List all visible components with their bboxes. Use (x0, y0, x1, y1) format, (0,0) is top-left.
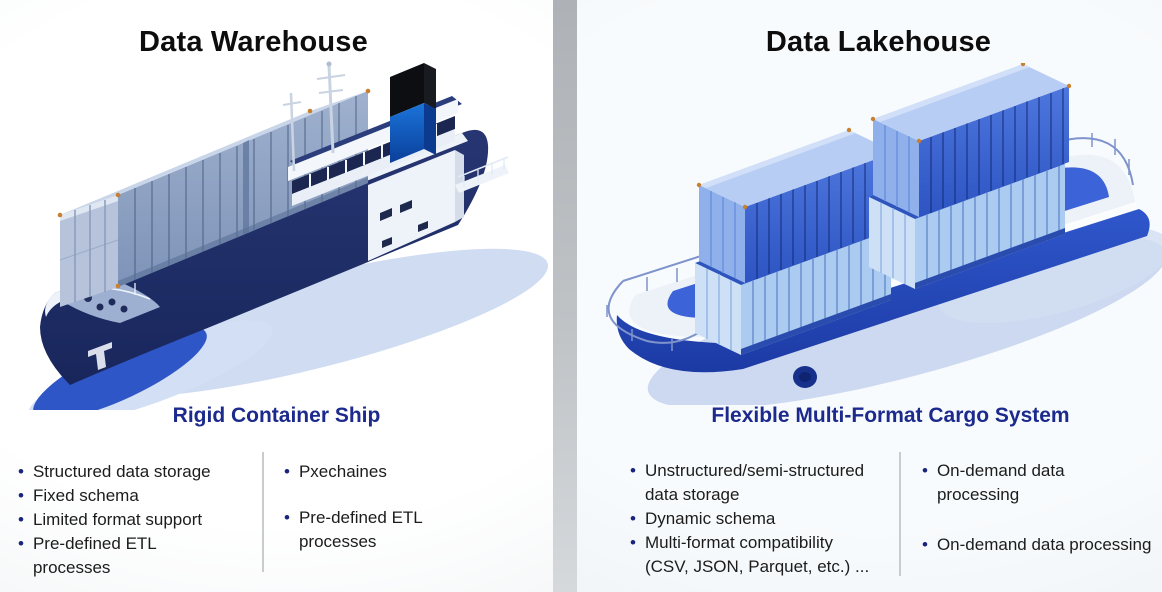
bullet-dot: • (922, 461, 928, 480)
bullet-dot: • (284, 462, 290, 481)
bullet-column-divider (262, 452, 264, 572)
panel-data-warehouse: Data Warehouse (0, 0, 553, 592)
panel-caption: Rigid Container Ship (172, 404, 381, 427)
bullet-item-text: Multi-format compatibility (CSV, JSON, P… (644, 533, 870, 576)
panel-title: Data Lakehouse (765, 26, 992, 58)
bullet-dot: • (922, 535, 928, 554)
bullet-item: • On-demand data processing (922, 533, 1160, 557)
bullet-item-text: On-demand data processing (936, 461, 1065, 504)
bullet-item-text: Limited format support (32, 510, 203, 529)
bullet-item-text: Pre-defined ETL processes (32, 534, 157, 577)
bullet-item: • Structured data storage (18, 460, 256, 484)
bullet-item: • Dynamic schema (630, 507, 898, 531)
bullet-dot: • (18, 534, 24, 553)
bullet-item-text: Dynamic schema (644, 509, 776, 528)
bullet-item: • Multi-format compatibility (CSV, JSON, … (630, 531, 898, 579)
bullet-dot: • (630, 533, 636, 552)
panel-caption: Flexible Multi-Format Cargo System (711, 404, 1070, 427)
bullet-dot: • (18, 486, 24, 505)
bullet-dot: • (630, 509, 636, 528)
bullet-item: • Pre-defined ETL processes (284, 506, 479, 554)
bullet-item: • Unstructured/semi-structured data stora… (630, 459, 898, 507)
bullet-dot: • (284, 508, 290, 527)
bullet-item: • Fixed schema (18, 484, 256, 508)
bullet-item-text: Unstructured/semi-structured data storag… (644, 461, 865, 504)
bullet-column: • Unstructured/semi-structured data stora… (630, 459, 898, 579)
bullet-item: • Pxechaines (284, 460, 479, 484)
bullet-item-text: Pre-defined ETL processes (298, 508, 423, 551)
bullet-dot: • (630, 461, 636, 480)
bullet-column: • On-demand data processing • On-demand dat… (922, 459, 1160, 583)
rigid-container-ship-illustration (27, 61, 548, 410)
bullet-item: • On-demand data processing (922, 459, 1160, 507)
bullet-item-text: On-demand data processing (936, 535, 1152, 554)
bullet-column-divider (899, 452, 901, 576)
bullet-column: • Pxechaines • Pre-defined ETL processes (284, 460, 479, 576)
bullet-column: • Structured data storage • Fixed schema • Li… (18, 460, 256, 580)
bullet-dot: • (18, 510, 24, 529)
bullet-item-text: Fixed schema (32, 486, 139, 505)
bullet-dot: • (18, 462, 24, 481)
bullet-item: • Limited format support (18, 508, 256, 532)
panel-title: Data Warehouse (139, 26, 368, 58)
flexible-cargo-barge-illustration (606, 63, 1162, 405)
vertical-divider-bar (553, 0, 577, 592)
bullet-item: • Pre-defined ETL processes (18, 532, 256, 580)
panel-data-lakehouse: Data Lakehouse (577, 0, 1162, 592)
bullet-item-text: Pxechaines (298, 462, 387, 481)
bullet-item-text: Structured data storage (32, 462, 211, 481)
